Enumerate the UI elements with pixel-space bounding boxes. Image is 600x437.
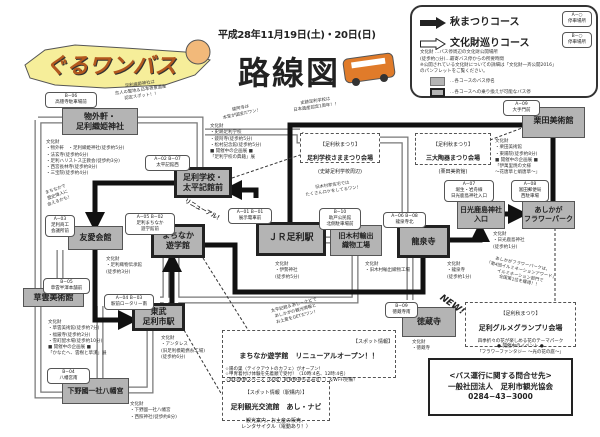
stop-b04: B−04 八幡宮南 (47, 368, 90, 385)
culture-soun: 文化財 ・草雲美術館(徒歩約7分) ・福厳寺(徒歩約2分) ・雪町配水場(徒歩約… (48, 320, 107, 357)
event-date: 平成28年11月19日(土)・20日(日) (218, 30, 376, 41)
event-tag: 【足利秋まつり】 (432, 142, 473, 149)
event-title: 足利グルメグランプリ会場 (478, 323, 563, 332)
spot-machinaka-renewal: 【スポット情報】 まちなか遊学館 リニューアルオープン！！ ☆陽の巣（テイクアウ… (222, 330, 396, 383)
contact-phone[interactable]: 0284−43−3000 (468, 392, 533, 402)
culture-kimura: 文化財 ・旧木村輸出織物工場 (365, 262, 410, 274)
stop-a09: A−09 大手門前 (503, 100, 540, 117)
legend-gray-swatch (430, 77, 445, 86)
stop-a07: A−07 堀生・岩舟線 日光鹿島神社入口 (444, 180, 494, 203)
culture-ryusenji: 文化財 ・龍泉寺 (徒歩約1分) (447, 262, 472, 280)
dog-mascot-icon (185, 39, 211, 65)
culture-gakko: 文化財 ・史跡足利学校 ・鑁阿寺(徒歩約5分) ・松村記念館(徒歩約5分) ■ … (210, 124, 262, 161)
station-machinaka[interactable]: まちなか 遊学館 (151, 224, 205, 258)
culture-tokuzoji: 文化財 ・徳蔵寺 (412, 340, 430, 352)
station-bugaiken[interactable]: 物外軒・ 足利織姫神社 (62, 108, 138, 135)
legend-bordered-label: …各コースへの乗り換えが可能なバス停 (450, 90, 531, 95)
stop-a08: A−08 富田郵便局 西駐車場 (511, 180, 549, 203)
stop-b10: B−10 助戸公民館 北側駐車場前 (319, 208, 361, 231)
spot-title: まちなか遊学館 リニューアルオープン！！ (239, 351, 379, 360)
spot-ashi-navi: 【スポット情報（駅構内）】 足利観光交流館 あし・ナビ 観光案内、お土産の販売、… (222, 381, 330, 430)
stop-b06: B−06 高徳寺駐車場前 (45, 92, 97, 109)
dashed-connectors (183, 127, 556, 396)
event-title: 三大陶器まつり会場 (425, 154, 480, 162)
culture-bugaiken: 文化財 ・物外軒 ・足利織姫神社(徒歩約5分) ・法玄寺(徒歩約6分) ・足利ハ… (46, 140, 125, 177)
culture-jr: 文化財 ・伊勢神社 (徒歩約5分) (275, 262, 300, 280)
white-arrow-icon (420, 35, 446, 51)
stop-b05: B−05 草雲半澤本舗前 (43, 278, 90, 295)
logo: ぐるワンバス (15, 30, 215, 95)
stop-a05-b02: A−05 B−02 足利まちなか 遊学館前 (125, 213, 175, 236)
culture-yuai: 文化財 ・足利織物伝承館 (徒歩約3分) (106, 257, 142, 275)
stop-b09: B−09 徳蔵寺南 (385, 302, 418, 319)
legend-stop-a: A−○ 停車場所 (562, 11, 592, 28)
station-yuai-kaikan[interactable]: 友愛会館 (68, 226, 123, 250)
culture-tobu: 文化財 ・アンタレス (旧足利模範撚糸工場) (徒歩約6分) (161, 336, 206, 360)
stop-a01-b01: A−01 B−01 展示電車前 (228, 208, 272, 225)
spot-sub: 観光案内、お土産の販売、 レンタサイクル（電動あり！） (241, 417, 311, 430)
event-pottery-festival: 【足利秋まつり】 三大陶器まつり会場 (栗田美術館) (415, 133, 491, 175)
culture-course-route (34, 116, 414, 399)
legend-autumn-course: 秋まつりコース (450, 17, 520, 28)
contact-org: 一般社団法人 足利市観光協会 (448, 381, 553, 391)
event-sub: (栗田美術館) (438, 168, 468, 175)
station-hachimangu[interactable]: 下野國一社八幡宮 (62, 378, 129, 404)
spot-sub: ☆陽の巣（テイクアウトのカフェ）がオープン！ ☆甲冑着付け体験を先着順で受付！（… (225, 366, 357, 383)
black-arrow-icon (420, 14, 446, 29)
station-flower-park[interactable]: あしかが フラワーパーク (522, 201, 575, 229)
bus-icon (342, 52, 396, 86)
event-gourmet-grandprix: 【足利秋まつり】 足利グルメグランプリ会場 四季折々の花が楽しめる花のテーマパー… (465, 302, 576, 355)
legend-bordered-swatch (430, 88, 445, 97)
contact-box: <バス運行に関する問合せ先> 一般社団法人 足利市観光協会 0284−43−30… (428, 358, 573, 416)
logo-text: ぐるワンバス (45, 54, 177, 79)
autumn-course-route (85, 122, 556, 330)
event-sub: 四季折々の花が楽しめる花のテーマパーク ● 開催中のイベント ● 「フラワーファ… (477, 338, 564, 355)
station-nikko-kashima[interactable]: 日光鹿島神社 入口 (457, 201, 505, 229)
spot-tag: 【スポット情報（駅構内）】 (244, 390, 308, 397)
event-tag: 【足利秋まつり】 (319, 142, 360, 149)
page-title: 路線図 (238, 54, 341, 92)
legend-stop-b: B−○ 停車場所 (562, 32, 592, 49)
culture-kurita: 文化財 ・栗田美術館 ・東陽院(徒歩約8分) ■ 開催中の企画展 ■ 「伊萬里焼… (495, 139, 540, 176)
culture-nikko: 文化財 ・日光鹿島神社 (徒歩約1分) (493, 232, 525, 250)
legend-note-detail: ※公開されている文化財についての詳細は「文化財一斉公開2016」 のパンフレット… (420, 63, 557, 75)
logo-graphic (24, 39, 211, 89)
culture-hachimangu: 文化財 ・下野國一社八幡宮 ・西照神社(徒歩約8分) (130, 402, 177, 420)
spot-title: 足利観光交流館 あし・ナビ (230, 402, 322, 411)
event-title: 足利学校さままつり会場 (306, 154, 373, 162)
legend-note-walk: (徒歩約○分)…最寄バス停からの所要時間 (420, 57, 504, 62)
stop-a04-b03: A−04 B−03 駅前ロータリー南 (104, 294, 154, 311)
stop-a06-b08: A−06 B−08 龍泉寺北 (383, 212, 426, 229)
event-sub: (史跡足利学校周辺) (318, 168, 362, 175)
event-tag: 【足利秋まつり】 (500, 311, 541, 318)
legend-gray-label: …各コースのバス停名 (450, 79, 495, 84)
stop-a03: A−03 足利商工 会議所前 (45, 215, 75, 238)
stop-a02-b07: A−02 B−07 太平記館西 (145, 155, 190, 172)
event-gakko-festival: 【足利秋まつり】 足利学校さままつり会場 (史跡足利学校周辺) (300, 133, 380, 175)
station-ryusenji[interactable]: 龍泉寺 (397, 225, 450, 258)
station-jr-ashikaga[interactable]: ＪＲ足利駅 (256, 222, 326, 256)
route-lines (34, 116, 556, 399)
spot-tag: 【スポット情報】 (352, 339, 393, 346)
legend-note-culture: 文化財 …バス停周辺の文化財公開場所 (420, 50, 498, 55)
legend: 秋まつりコース 文化財巡りコース A−○ 停車場所 B−○ 停車場所 文化財 …… (410, 5, 598, 98)
station-ashikaga-gakko[interactable]: 足利学校・ 太平記館前 (174, 167, 232, 198)
legend-culture-course: 文化財巡りコース (450, 38, 530, 49)
contact-heading: <バス運行に関する問合せ先> (449, 370, 552, 380)
